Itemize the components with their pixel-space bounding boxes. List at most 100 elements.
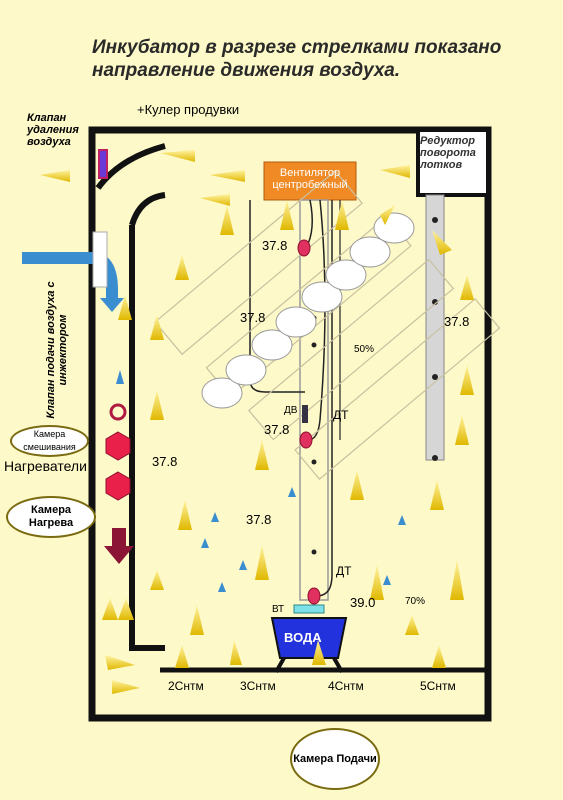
flow-arrow — [112, 680, 140, 694]
flow-arrow — [370, 565, 384, 600]
egg — [301, 281, 343, 313]
flow-arrow — [230, 640, 242, 665]
flow-arrow — [380, 165, 410, 178]
dt-label-upper: ДТ — [333, 408, 349, 422]
egg — [325, 259, 367, 291]
incubator-outer-wall — [88, 126, 492, 722]
egg-tray — [294, 298, 501, 480]
flow-arrow — [460, 275, 474, 300]
vt-label: ВТ — [272, 604, 285, 615]
flow-arrow — [150, 390, 164, 420]
flow-arrow — [405, 615, 419, 635]
water-label: ВОДА — [284, 630, 322, 645]
temperature-upper-left: 37.8 — [240, 310, 266, 325]
temperature-center: 37.8 — [264, 422, 290, 437]
flow-arrow — [455, 415, 469, 445]
air-marker — [201, 538, 209, 548]
egg-tray — [248, 258, 455, 441]
tube-pin — [311, 342, 317, 348]
height-label-4: 4Снтм — [328, 679, 364, 693]
heater — [105, 431, 131, 461]
cooler-label: +Кулер продувки — [137, 102, 240, 117]
flow-arrow — [178, 500, 192, 530]
flow-arrow — [118, 598, 134, 620]
temperature-sensor — [307, 587, 321, 605]
tray-reducer-box — [416, 128, 490, 197]
temperature-sensor — [297, 239, 311, 257]
inner-partition-wall — [129, 225, 165, 651]
egg — [275, 306, 317, 338]
air-marker — [288, 487, 296, 497]
temperature-right: 37.8 — [444, 314, 470, 329]
page-title: Инкубатор в разрезе стрелками показано н… — [92, 36, 552, 82]
exhaust-valve — [98, 149, 108, 179]
air-marker — [239, 560, 247, 570]
shaft-pin — [432, 299, 438, 305]
temperature-left: 37.8 — [152, 454, 178, 469]
tank-legs — [274, 657, 344, 673]
air-flow-arrows — [40, 150, 474, 694]
shaft-pin — [432, 374, 438, 380]
flow-arrow — [40, 170, 70, 182]
flow-arrow — [175, 255, 189, 280]
air-marker — [116, 370, 124, 384]
down-arrow — [104, 528, 134, 564]
temperature-lower: 37.8 — [246, 512, 272, 527]
flow-arrow — [175, 645, 189, 668]
flow-arrow — [432, 230, 452, 255]
flow-arrow — [350, 470, 364, 500]
flow-arrow — [150, 315, 164, 340]
flow-arrow — [255, 440, 269, 470]
temperature-top: 37.8 — [262, 238, 288, 253]
air-marker — [218, 582, 226, 592]
flow-arrow — [118, 295, 132, 320]
egg-tray — [154, 170, 363, 356]
flow-arrow — [312, 640, 326, 665]
mixing-chamber-label: Камера смешивания — [10, 425, 89, 457]
top-duct-curve — [95, 143, 166, 190]
water-tank — [270, 617, 348, 659]
title-line-2: направление движения воздуха. — [92, 60, 401, 81]
mixing-gear-icon — [109, 403, 127, 421]
intake-arrowhead — [100, 298, 124, 312]
flow-arrow — [280, 200, 294, 230]
sensor-wire — [307, 199, 326, 441]
flow-arrow — [255, 545, 269, 580]
heaters-label: Нагреватели — [4, 458, 87, 474]
exhaust-valve-label: Клапан удаления воздуха — [27, 112, 79, 148]
intake-valve-label: Клапан подачи воздуха с инжектором — [45, 281, 69, 419]
partition-top-curve — [129, 192, 166, 226]
flow-arrow — [460, 365, 474, 395]
tray-reducer-label: Редуктор поворота лотков — [420, 135, 476, 171]
flow-arrow — [150, 570, 164, 590]
tube-pin — [311, 459, 317, 465]
temperature-sensor — [299, 431, 313, 449]
sensor-wire — [317, 200, 333, 597]
egg — [349, 236, 391, 268]
height-label-2: 2Снтм — [168, 679, 204, 693]
flow-arrow — [335, 200, 349, 230]
flow-arrow — [450, 560, 464, 600]
flow-arrow — [220, 205, 234, 235]
egg — [373, 212, 415, 244]
air-marker — [398, 515, 406, 525]
tube-pin — [311, 549, 317, 555]
humidity-upper: 50% — [354, 344, 375, 355]
shaft-pin — [432, 455, 438, 461]
temperature-water: 39.0 — [350, 595, 376, 610]
height-label-5: 5Снтм — [420, 679, 456, 693]
intake-valve-flap — [92, 231, 108, 288]
air-markers — [116, 370, 406, 592]
fan-label: Вентилятор центробежный — [272, 167, 348, 191]
flow-arrow — [102, 598, 118, 620]
height-label-3: 3Снтм — [240, 679, 276, 693]
air-marker — [211, 512, 219, 522]
flow-arrow — [210, 170, 245, 182]
heating-chamber-label: Камера Нагрева — [6, 496, 96, 538]
dv-label: ДВ — [284, 405, 298, 416]
flow-arrow — [432, 645, 446, 668]
egg — [251, 329, 293, 361]
air-marker — [383, 575, 391, 585]
egg — [225, 354, 267, 386]
